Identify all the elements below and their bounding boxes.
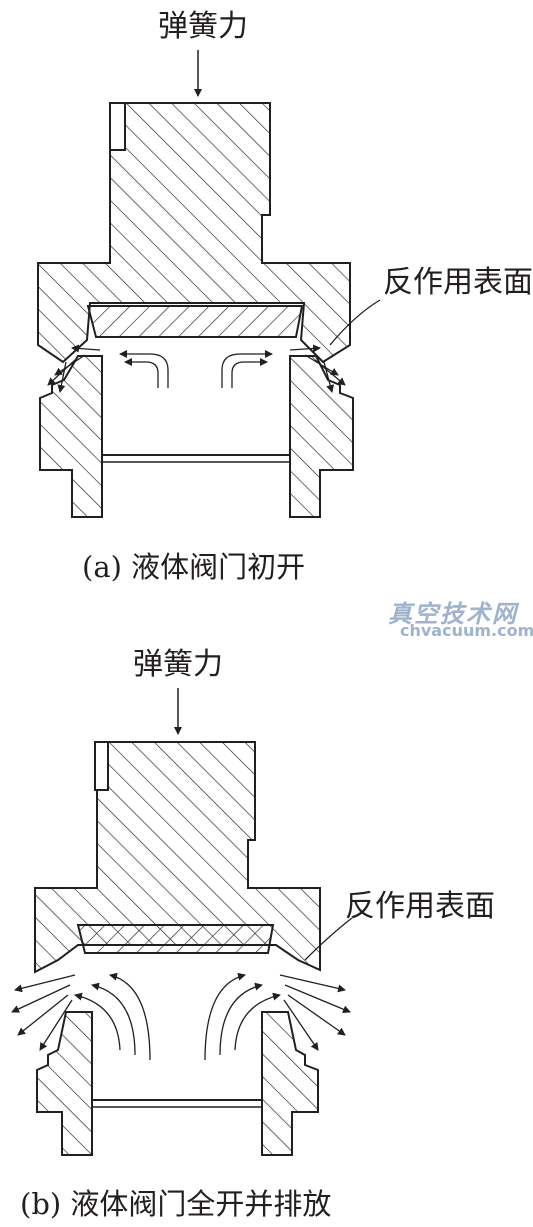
seat-right-a (289, 355, 354, 518)
seat-right-b (261, 1011, 319, 1156)
seal-insert-a (86, 305, 304, 338)
figure-a (37, 50, 381, 518)
force-label-a: 弹簧力 (158, 9, 248, 44)
seat-left-b (36, 1011, 93, 1156)
caption-a: (a) 液体阀门初开 (82, 550, 306, 584)
force-label-b: 弹簧力 (133, 647, 223, 682)
seal-insert-b (76, 924, 275, 954)
surface-label-a: 反作用表面 (383, 265, 533, 300)
seat-left-a (39, 355, 103, 518)
surface-label-b: 反作用表面 (345, 889, 495, 924)
leader-line-b (304, 917, 353, 961)
figure-b (11, 688, 353, 1156)
poppet-b (34, 741, 321, 974)
caption-b: (b) 液体阀门全开并排放 (20, 1187, 332, 1221)
watermark-cn: 真空技术网 (388, 600, 518, 628)
watermark-en: chvacuum.com (400, 621, 533, 640)
leader-line-a (329, 299, 381, 346)
